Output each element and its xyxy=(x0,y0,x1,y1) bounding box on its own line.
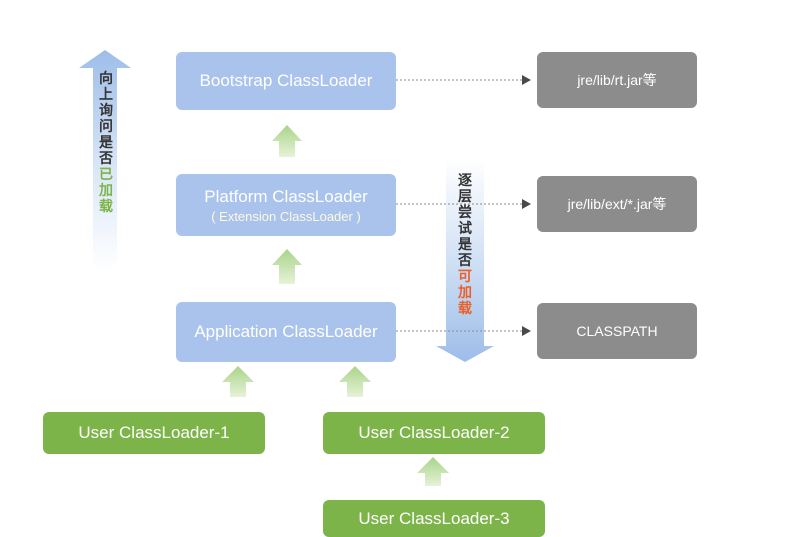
middle-label-char: 试 xyxy=(458,220,472,236)
up-arrow-user1-to-app xyxy=(222,366,254,397)
bootstrap-classloader-box: Bootstrap ClassLoader xyxy=(176,52,396,110)
connector-application-head xyxy=(522,326,531,336)
left-label-highlight-char: 已 xyxy=(99,166,113,182)
left-label-char: 询 xyxy=(99,102,113,118)
application-classloader-box: Application ClassLoader xyxy=(176,302,396,362)
middle-label-char: 层 xyxy=(458,188,472,204)
middle-label-char: 是 xyxy=(458,236,472,252)
user-classloader-2-box: User ClassLoader-2 xyxy=(323,412,545,454)
left-vertical-label: 向 上 询 问 是 否 已 加 载 xyxy=(96,70,116,214)
left-up-arrow xyxy=(79,50,131,270)
connector-platform-head xyxy=(522,199,531,209)
user-classloader-1-box: User ClassLoader-1 xyxy=(43,412,265,454)
platform-resource-box: jre/lib/ext/*.jar等 xyxy=(537,176,697,232)
extension-classloader-label: ( Extension ClassLoader ) xyxy=(211,208,361,224)
middle-label-highlight-char: 载 xyxy=(458,300,472,316)
application-classloader-label: Application ClassLoader xyxy=(194,322,378,341)
middle-label-highlight-char: 可 xyxy=(458,268,472,284)
left-label-char: 上 xyxy=(99,86,113,102)
middle-down-arrow xyxy=(436,158,494,362)
platform-resource-label: jre/lib/ext/*.jar等 xyxy=(567,196,667,212)
left-label-char: 否 xyxy=(99,150,113,166)
up-arrow-user3-to-user2 xyxy=(417,457,449,486)
user-classloader-3-box: User ClassLoader-3 xyxy=(323,500,545,537)
left-label-char: 问 xyxy=(99,118,113,134)
left-label-highlight-char: 载 xyxy=(99,198,113,214)
middle-label-char: 否 xyxy=(458,252,472,268)
user-classloader-2-label: User ClassLoader-2 xyxy=(358,423,510,442)
application-resource-label: CLASSPATH xyxy=(576,323,658,339)
up-arrow-user2-to-app xyxy=(339,366,371,397)
left-label-char: 向 xyxy=(99,70,113,86)
application-resource-box: CLASSPATH xyxy=(537,303,697,359)
middle-vertical-label: 逐 层 尝 试 是 否 可 加 载 xyxy=(455,172,475,316)
bootstrap-resource-label: jre/lib/rt.jar等 xyxy=(577,72,657,88)
user-classloader-3-label: User ClassLoader-3 xyxy=(358,508,510,528)
middle-label-char: 尝 xyxy=(458,204,472,220)
middle-label-highlight-char: 加 xyxy=(458,284,472,300)
user-classloader-1-label: User ClassLoader-1 xyxy=(78,423,230,442)
platform-classloader-box: Platform ClassLoader ( Extension ClassLo… xyxy=(176,174,396,236)
left-label-char: 是 xyxy=(99,134,113,150)
up-arrow-platform-to-bootstrap xyxy=(272,125,302,157)
left-label-highlight-char: 加 xyxy=(99,182,113,198)
connector-bootstrap-head xyxy=(522,75,531,85)
bootstrap-resource-box: jre/lib/rt.jar等 xyxy=(537,52,697,108)
platform-classloader-label: Platform ClassLoader xyxy=(204,186,368,206)
bootstrap-classloader-label: Bootstrap ClassLoader xyxy=(199,71,373,90)
up-arrow-app-to-platform xyxy=(272,249,302,284)
middle-label-char: 逐 xyxy=(458,172,472,188)
